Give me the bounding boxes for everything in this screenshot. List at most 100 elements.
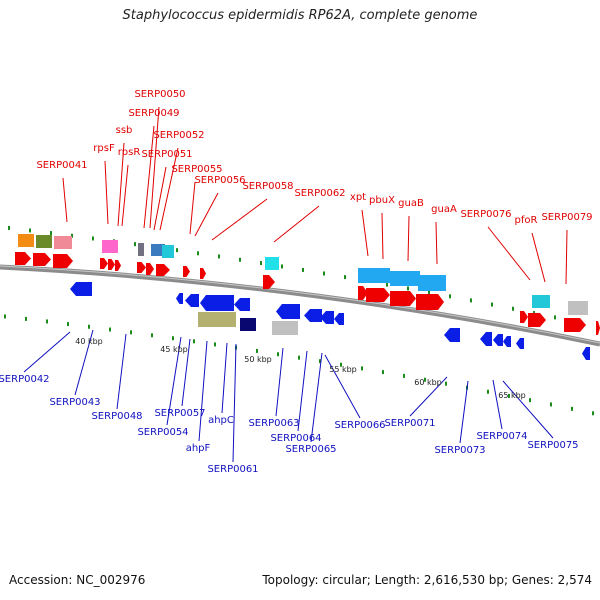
inner-tick — [550, 402, 552, 407]
reverse-arrow — [493, 334, 503, 346]
outer-tick — [407, 286, 409, 291]
outer-tick — [323, 271, 325, 276]
inner-tick — [529, 398, 531, 403]
inner-tick — [487, 389, 489, 394]
inner-tick — [46, 319, 48, 324]
reverse-arrow — [320, 311, 334, 324]
reverse-arrow — [234, 298, 250, 311]
forward-gene-leader — [487, 226, 531, 281]
forward-arrow — [115, 260, 121, 271]
reverse-gene-leader — [324, 354, 361, 419]
inner-tick — [445, 381, 447, 386]
outer-tick — [218, 254, 220, 259]
reverse-gene-leader — [232, 343, 237, 463]
reverse-gene-leader — [492, 379, 503, 430]
reverse-gene-leader — [23, 331, 71, 373]
inner-tick — [277, 352, 279, 357]
forward-arrow — [146, 263, 154, 275]
accession-label: Accession: NC_002976 — [9, 573, 146, 587]
feature-box — [418, 275, 446, 291]
reverse-gene-leader — [409, 376, 448, 417]
reverse-gene-leader — [181, 338, 191, 407]
forward-gene-label: guaA — [431, 204, 457, 215]
forward-arrow — [53, 254, 73, 268]
inner-tick — [424, 377, 426, 382]
inner-tick — [571, 406, 573, 411]
outer-tick — [281, 264, 283, 269]
forward-gene-label: SERP0050 — [134, 89, 185, 100]
reverse-gene-leader — [275, 347, 284, 417]
inner-tick — [4, 314, 6, 319]
reverse-arrow — [516, 338, 524, 349]
forward-arrow — [564, 318, 586, 332]
forward-gene-leader — [117, 142, 125, 227]
outer-tick — [470, 298, 472, 303]
reverse-gene-label: SERP0054 — [137, 427, 188, 438]
forward-gene-label: xpt — [350, 192, 366, 203]
forward-gene-label: SERP0049 — [128, 108, 179, 119]
forward-gene-leader — [121, 164, 129, 227]
reverse-arrow — [185, 294, 199, 307]
forward-arrow — [200, 268, 206, 279]
feature-box — [138, 243, 144, 256]
reverse-arrow — [480, 332, 492, 346]
forward-arrow — [358, 286, 368, 300]
reverse-gene-label: ahpF — [186, 443, 211, 454]
inner-tick — [319, 359, 321, 364]
inner-tick — [361, 366, 363, 371]
reverse-gene-leader — [502, 380, 554, 439]
reverse-gene-label: SERP0057 — [154, 408, 205, 419]
forward-gene-leader — [104, 160, 109, 225]
forward-gene-label: pbuX — [369, 195, 395, 206]
outer-tick — [512, 306, 514, 311]
forward-gene-leader — [143, 125, 155, 229]
feature-box — [54, 236, 72, 249]
reverse-gene-label: SERP0074 — [476, 431, 527, 442]
inner-tick — [193, 339, 195, 344]
reverse-gene-label: SERP0073 — [434, 445, 485, 456]
feature-box — [102, 240, 118, 253]
reverse-gene-label: SERP0064 — [270, 433, 321, 444]
outer-tick-ring — [8, 225, 598, 329]
outer-tick — [554, 315, 556, 320]
forward-arrow — [183, 266, 190, 277]
scale-label: 55 kbp — [329, 365, 357, 374]
inner-tick — [109, 327, 111, 332]
feature-glyphs — [15, 234, 600, 360]
forward-gene-labels: SERP0041rpsFssbrpsRSERP0049SERP0050SERP0… — [36, 89, 593, 285]
genome-summary: Topology: circular; Length: 2,616,530 bp… — [262, 573, 592, 587]
forward-gene-label: SERP0076 — [460, 209, 511, 220]
forward-gene-label: SERP0041 — [36, 160, 87, 171]
forward-gene-label: SERP0062 — [294, 188, 345, 199]
reverse-gene-label: SERP0042 — [0, 374, 50, 385]
reverse-gene-label: SERP0066 — [334, 420, 385, 431]
outer-tick — [176, 248, 178, 253]
outer-tick — [197, 251, 199, 256]
forward-gene-label: SERP0056 — [194, 175, 245, 186]
forward-gene-leader — [153, 166, 167, 231]
inner-tick — [256, 348, 258, 353]
reverse-gene-leader — [297, 350, 308, 432]
reverse-arrow — [444, 328, 460, 342]
outer-tick — [386, 282, 388, 287]
inner-tick — [340, 362, 342, 367]
reverse-gene-leader — [198, 340, 208, 442]
scale-label: 50 kbp — [244, 355, 272, 364]
reverse-gene-label: SERP0043 — [49, 397, 100, 408]
forward-arrow — [520, 311, 528, 323]
forward-arrow — [390, 291, 416, 306]
forward-arrow — [137, 262, 146, 273]
reverse-arrow — [176, 293, 183, 304]
forward-arrow — [108, 259, 115, 270]
forward-gene-label: SERP0055 — [171, 164, 222, 175]
forward-gene-label: pfoR — [515, 215, 538, 226]
outer-tick — [428, 290, 430, 295]
scale-label: 45 kbp — [160, 345, 188, 354]
inner-tick — [214, 342, 216, 347]
outer-tick — [134, 242, 136, 247]
forward-gene-label: rpsF — [93, 143, 115, 154]
feature-box — [390, 271, 420, 286]
forward-arrow — [528, 313, 546, 327]
